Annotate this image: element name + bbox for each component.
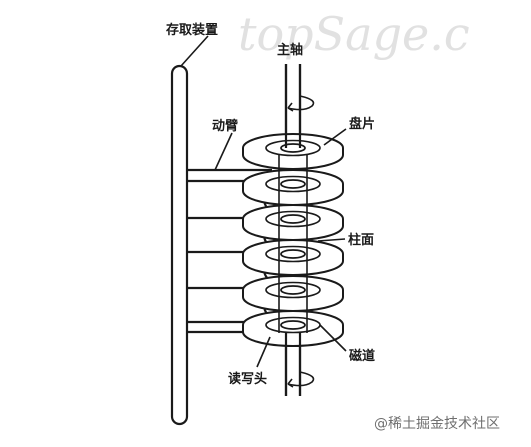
leader-storage-device	[180, 35, 209, 67]
leader-cylinder	[317, 238, 346, 242]
label-cylinder: 柱面	[348, 232, 374, 248]
label-platter: 盘片	[349, 116, 375, 132]
label-spindle: 主轴	[277, 42, 303, 58]
leader-track	[319, 324, 347, 352]
watermark-text: topSage.c	[238, 7, 470, 61]
label-storage-device: 存取装置	[166, 22, 218, 38]
leader-arm	[214, 132, 233, 171]
rotation-arrow-bottom	[287, 371, 315, 387]
platter	[242, 204, 344, 241]
cylinder-lines	[278, 155, 308, 333]
platter	[242, 310, 344, 347]
label-arm: 动臂	[212, 118, 238, 134]
leader-lines	[180, 35, 347, 368]
label-track: 磁道	[349, 348, 375, 364]
platter	[242, 275, 344, 312]
platter	[242, 239, 344, 276]
platter	[242, 133, 344, 170]
leader-read-write-head	[256, 336, 271, 368]
rotation-arrow-top	[287, 95, 315, 111]
platter	[242, 169, 344, 206]
platter-stack	[242, 133, 344, 347]
leader-platter	[323, 128, 347, 146]
access-device-bar	[170, 64, 189, 426]
credit-text: @稀土掘金技术社区	[374, 416, 500, 432]
spindle-front	[284, 64, 302, 396]
label-read-write-head: 读写头	[228, 371, 267, 387]
